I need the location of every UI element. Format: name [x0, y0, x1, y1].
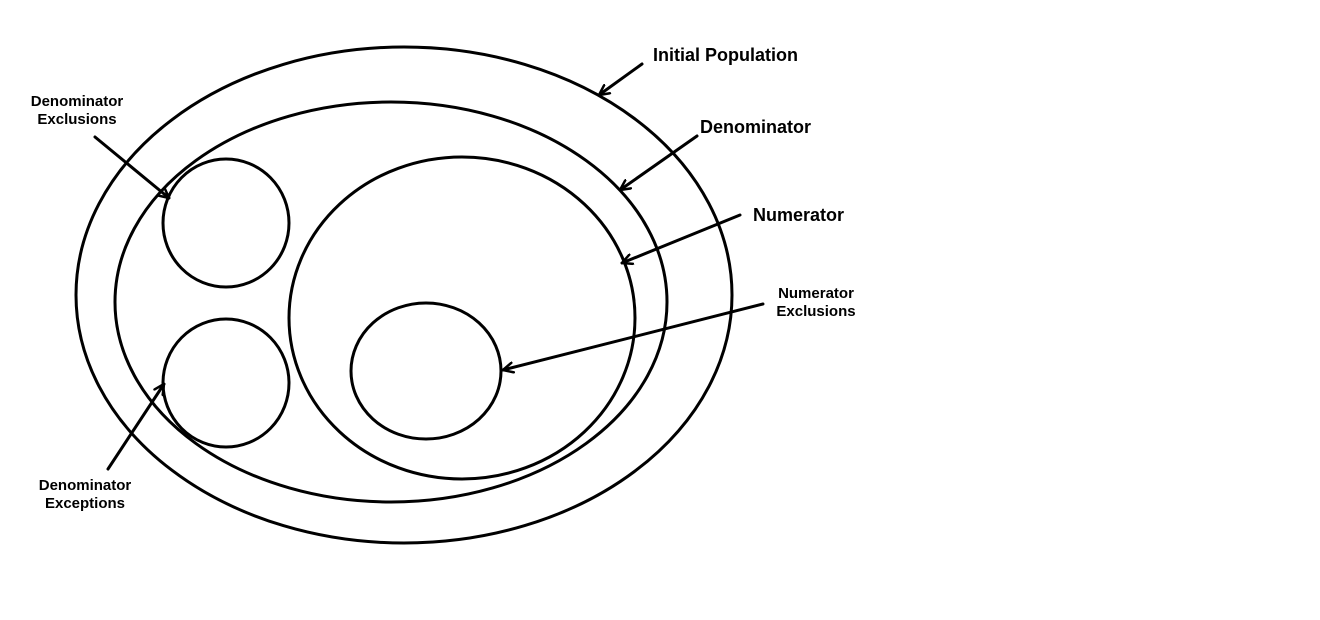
numerator-label: Numerator [753, 205, 845, 225]
denominator-exceptions-circle [161, 317, 291, 449]
numerator-arrow [620, 213, 742, 263]
denominator-exclusions-label-line1: Denominator [30, 93, 124, 110]
denominator-exclusions-arrow [93, 135, 171, 200]
numerator-exclusions-label-line1: Numerator [778, 285, 854, 302]
denominator-ellipse [113, 100, 669, 504]
denominator-exclusions-label: Denominator Exclusions [22, 93, 132, 129]
numerator-exclusions-label: Numerator Exclusions [766, 285, 866, 321]
denominator-label: Denominator [700, 117, 812, 137]
denominator-exclusions-circle [161, 157, 291, 289]
denominator-exceptions-label-line1: Denominator [38, 477, 132, 494]
initial-population-label: Initial Population [653, 45, 798, 65]
initial-population-arrow [597, 62, 644, 97]
initial-population-ellipse [74, 45, 734, 545]
numerator-ellipse [287, 155, 637, 481]
denominator-exceptions-label-line2: Exceptions [44, 495, 126, 512]
numerator-exclusions-label-line2: Exclusions [776, 303, 856, 320]
denominator-exceptions-label: Denominator Exceptions [30, 477, 140, 513]
numerator-exclusions-arrow [501, 302, 765, 370]
denominator-exceptions-arrow [106, 382, 166, 471]
denominator-exclusions-label-line2: Exclusions [37, 111, 117, 128]
denominator-arrow [618, 134, 699, 192]
numerator-exclusions-circle [349, 301, 503, 441]
